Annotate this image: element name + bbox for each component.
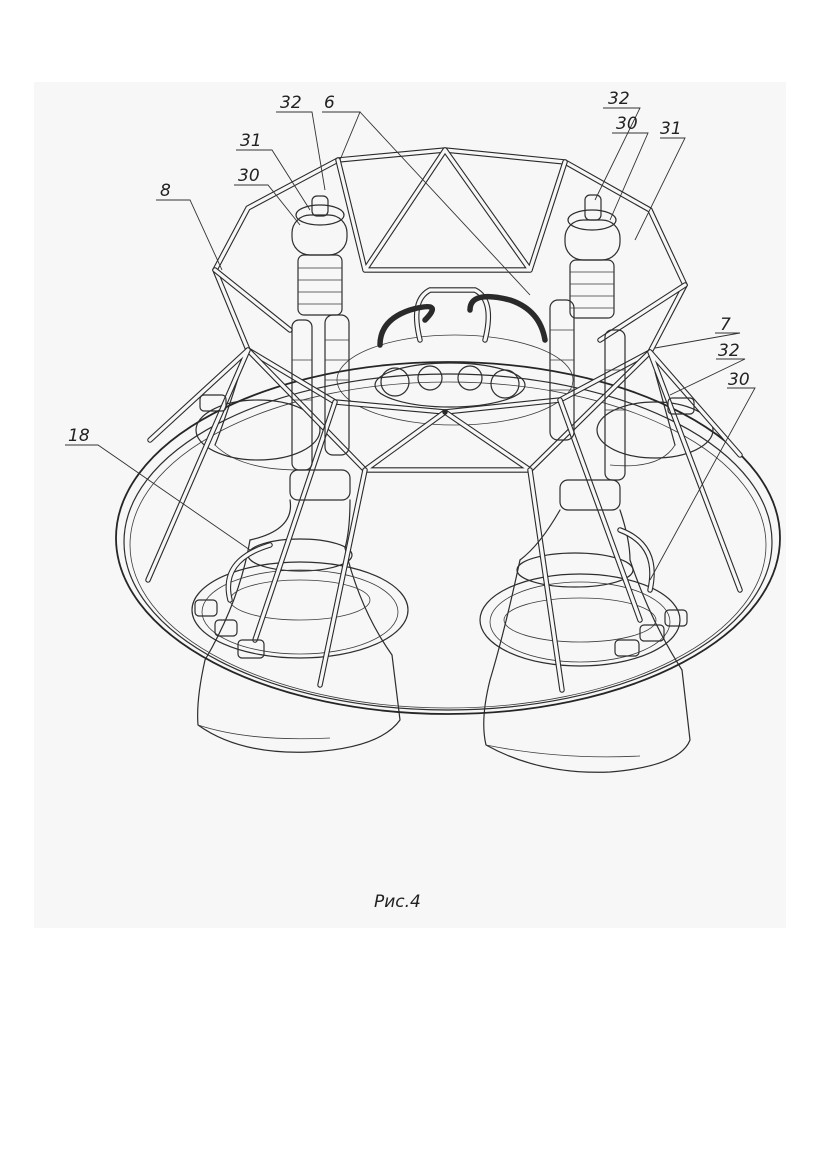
callout-31-right: 31 — [660, 119, 682, 139]
callout-31-left: 31 — [240, 131, 262, 151]
base-frame-ring — [115, 361, 781, 715]
valve-cluster-rear — [199, 394, 695, 415]
figure-caption: Рис.4 — [374, 892, 421, 912]
callout-leaders — [65, 107, 756, 581]
callout-18: 18 — [68, 426, 90, 446]
valve-cluster-left — [194, 599, 265, 659]
nozzle-rear-right — [609, 371, 676, 467]
turbopump-left — [291, 195, 350, 471]
central-manifold — [374, 287, 526, 408]
support-legs — [145, 347, 743, 693]
upper-truss-diagonals — [212, 147, 688, 473]
engine-body-lower-left — [249, 469, 351, 549]
engine-mount-openings — [191, 334, 714, 667]
callout-30-lower-right: 30 — [728, 370, 750, 390]
callout-32-right: 32 — [608, 89, 630, 109]
callout-30-right: 30 — [616, 114, 638, 134]
drawing-sheet — [34, 82, 786, 928]
callout-8: 8 — [160, 181, 171, 201]
callout-7: 7 — [720, 315, 731, 335]
valve-cluster-right — [614, 609, 688, 657]
callout-32-lower-right: 32 — [718, 341, 740, 361]
callout-30-left: 30 — [238, 166, 260, 186]
feed-lines — [225, 293, 655, 603]
callout-32-left: 32 — [280, 93, 302, 113]
nozzle-right — [483, 552, 691, 773]
engine-body-lower-right — [519, 479, 631, 561]
callout-6: 6 — [324, 93, 335, 113]
